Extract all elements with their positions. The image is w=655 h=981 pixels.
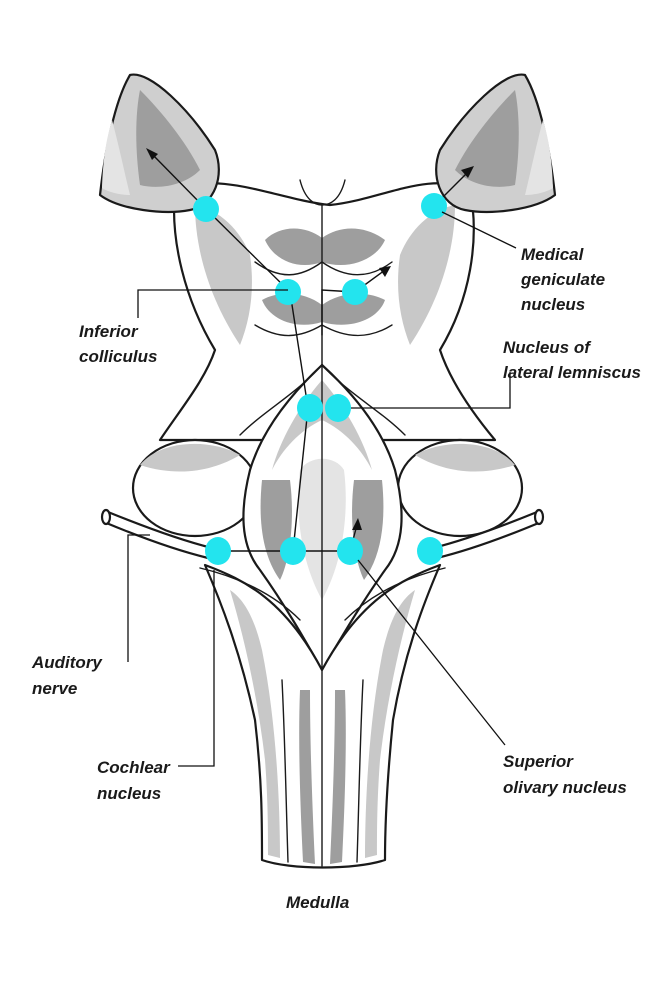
right-lateral-lemniscus-nucleus bbox=[325, 394, 351, 422]
label-inferior-colliculus: Inferior colliculus bbox=[79, 322, 157, 366]
brainstem-illustration bbox=[98, 73, 557, 869]
left-cochlear-nucleus bbox=[205, 537, 231, 565]
shade-right-upper bbox=[398, 205, 455, 345]
left-lateral-lemniscus-nucleus bbox=[297, 394, 323, 422]
right-cochlear-nucleus bbox=[417, 537, 443, 565]
nuclei bbox=[193, 193, 447, 565]
label-auditory-nerve: Auditory nerve bbox=[31, 653, 107, 698]
label-medial-geniculate: Medical geniculate nucleus bbox=[520, 245, 610, 314]
label-nucleus-lateral-lemniscus: Nucleus of lateral lemniscus bbox=[503, 338, 641, 382]
label-superior-olivary: Superior olivary nucleus bbox=[503, 752, 627, 797]
leader-lines bbox=[127, 211, 517, 767]
left-inferior-colliculus-nucleus bbox=[275, 279, 301, 305]
label-cochlear-nucleus: Cochlear nucleus bbox=[97, 758, 174, 803]
right-medial-geniculate-nucleus bbox=[421, 193, 447, 219]
label-medulla: Medulla bbox=[286, 893, 349, 912]
right-inferior-colliculus-nucleus bbox=[342, 279, 368, 305]
left-medial-geniculate-nucleus bbox=[193, 196, 219, 222]
left-superior-olivary-nucleus bbox=[280, 537, 306, 565]
labels: Medical geniculate nucleus Inferior coll… bbox=[31, 245, 641, 912]
superior-colliculi bbox=[265, 228, 385, 266]
right-superior-olivary-nucleus bbox=[337, 537, 363, 565]
